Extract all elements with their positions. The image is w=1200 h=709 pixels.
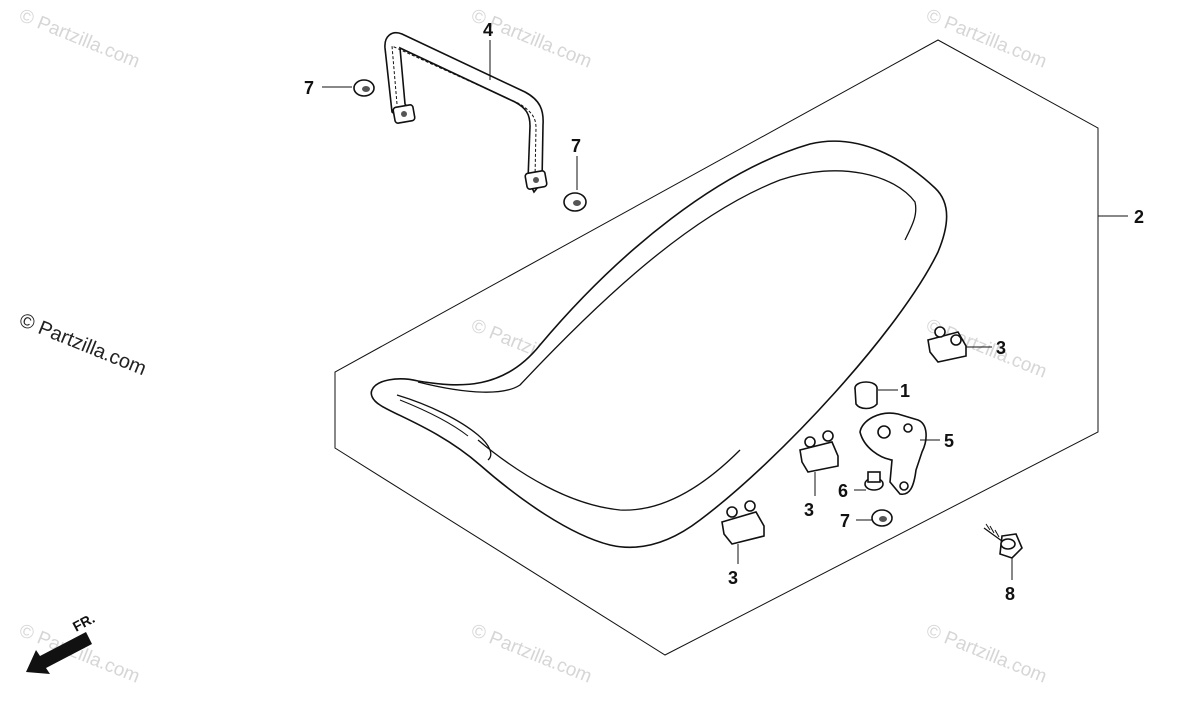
callout-3: 3 <box>804 500 814 520</box>
damper-1 <box>854 381 878 410</box>
leader-lines <box>322 40 1128 580</box>
nut-7-upper-left <box>353 79 375 97</box>
seat-front-edge <box>396 394 492 461</box>
callout-6: 6 <box>838 481 848 501</box>
callout-labels: 4 7 7 2 3 1 5 3 6 7 3 8 <box>304 20 1144 604</box>
watermark-text: © Partzilla.com <box>923 620 1050 687</box>
grab-bar <box>384 32 548 194</box>
callout-2: 2 <box>1134 207 1144 227</box>
watermark-text: © Partzilla.com <box>923 5 1050 72</box>
callout-7: 7 <box>571 136 581 156</box>
bracket-5 <box>859 412 927 495</box>
seat-front-inner <box>399 399 469 437</box>
callout-4: 4 <box>483 20 493 40</box>
nut-7-upper-right <box>563 192 587 212</box>
callout-1: 1 <box>900 381 910 401</box>
callout-3: 3 <box>728 568 738 588</box>
callout-8: 8 <box>1005 584 1015 604</box>
clip-3-right <box>927 326 967 363</box>
front-label: FR. <box>70 610 97 635</box>
clip-3-lower <box>721 500 765 545</box>
callout-3: 3 <box>996 338 1006 358</box>
callout-7: 7 <box>840 511 850 531</box>
callout-5: 5 <box>944 431 954 451</box>
watermark-text: © Partzilla.com <box>468 620 595 687</box>
seat-outline <box>370 140 948 549</box>
seat <box>370 140 948 549</box>
front-arrow-icon <box>26 632 92 674</box>
seat-side-crease <box>477 439 741 511</box>
clip-3-middle <box>799 430 839 473</box>
collar-6 <box>864 471 884 491</box>
grab-bar-body <box>384 32 544 194</box>
watermark-text-dark: © Partzilla.com <box>16 309 149 380</box>
mount-hole-icon <box>533 177 539 183</box>
callout-7: 7 <box>304 78 314 98</box>
bolt-8 <box>983 523 1023 559</box>
watermark-text: © Partzilla.com <box>16 5 143 72</box>
seat-top-crease <box>417 170 917 393</box>
nut-7-lower <box>871 509 893 527</box>
seat-assembly-outline <box>334 39 1099 656</box>
mount-hole-icon <box>401 111 407 117</box>
